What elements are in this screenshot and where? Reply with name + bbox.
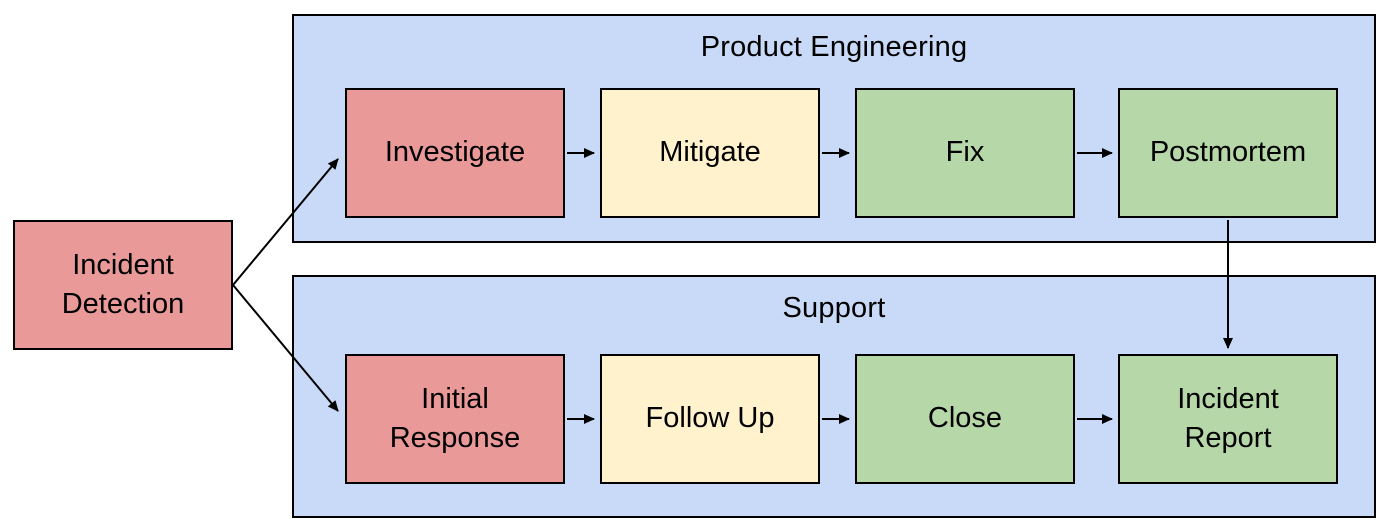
node-incident-detection: Incident Detection: [13, 220, 233, 350]
node-initial-response: Initial Response: [345, 354, 565, 484]
node-close: Close: [855, 354, 1075, 484]
lane-title-support: Support: [782, 292, 886, 324]
lane-title-product-engineering: Product Engineering: [700, 31, 968, 63]
node-mitigate: Mitigate: [600, 88, 820, 218]
node-postmortem: Postmortem: [1118, 88, 1338, 218]
node-fix: Fix: [855, 88, 1075, 218]
node-investigate: Investigate: [345, 88, 565, 218]
node-follow-up: Follow Up: [600, 354, 820, 484]
node-incident-report: Incident Report: [1118, 354, 1338, 484]
